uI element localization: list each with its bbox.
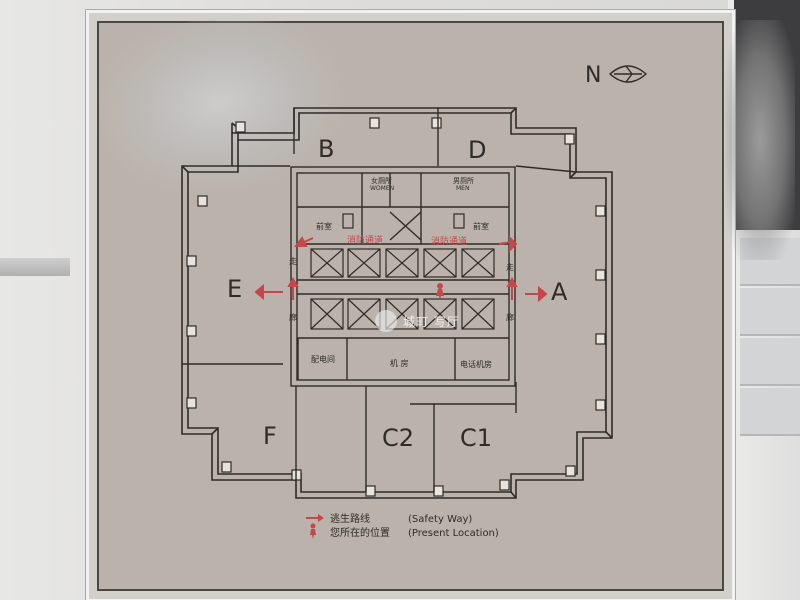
corridor-left-bottom: 廊	[289, 312, 297, 322]
mens-toilet-label: 男厕所	[453, 176, 474, 185]
zone-label-a: A	[551, 278, 568, 306]
wall-panel	[740, 338, 800, 386]
present-location-icon	[436, 283, 444, 300]
fire-passage-right-label: 消防通道	[431, 235, 467, 247]
legend-present-en: (Present Location)	[408, 528, 499, 539]
watermark: 城町 写厅	[375, 306, 467, 336]
zone-dividers	[182, 108, 577, 492]
zone-label-b: B	[318, 135, 334, 163]
zone-label-c2: C2	[382, 424, 414, 452]
zone-label-f: F	[263, 422, 277, 450]
watermark-logo	[375, 310, 397, 332]
womens-toilet-label: 女厕所	[371, 176, 392, 185]
legend-safety-cn: 逃生路线	[330, 512, 370, 525]
watermark-text: 城町 写厅	[403, 314, 460, 329]
machine-room-label: 机 房	[390, 358, 409, 368]
corridor-right-bottom: 廊	[506, 312, 514, 322]
legend-present-cn: 您所在的位置	[330, 526, 390, 539]
elevator-shafts	[310, 213, 495, 330]
blurred-region-right	[725, 20, 795, 260]
power-room-label: 配电间	[311, 354, 335, 364]
fire-passage-left-label: 消防通道	[347, 234, 383, 246]
floor-outline	[181, 107, 613, 499]
corridor-right-top: 走	[506, 263, 514, 272]
left-wall-rail	[0, 258, 70, 276]
escape-route-arrows	[254, 235, 548, 303]
legend-present-location-icon	[310, 523, 316, 539]
mens-toilet-english: MEN	[456, 185, 469, 192]
zone-label-e: E	[227, 275, 242, 303]
front-room-left-label: 前室	[316, 221, 332, 231]
womens-toilet-english: WOMEN	[370, 185, 394, 192]
zone-label-c1: C1	[460, 424, 492, 452]
phone-room-label: 电话机房	[460, 359, 492, 369]
front-room-right-label: 前室	[473, 221, 489, 231]
legend-safety-en: (Safety Way)	[408, 514, 472, 525]
corridor-left-top: 走	[289, 257, 297, 266]
core-block	[290, 166, 516, 387]
north-arrow-icon	[608, 65, 648, 83]
zone-label-d: D	[468, 136, 486, 164]
right-wall-panels	[740, 238, 800, 443]
legend: 逃生路线 (Safety Way) 您所在的位置 (Present Locati…	[306, 512, 499, 539]
wall-panel	[740, 288, 800, 336]
north-label: N	[585, 63, 601, 88]
wall-panel	[740, 388, 800, 436]
